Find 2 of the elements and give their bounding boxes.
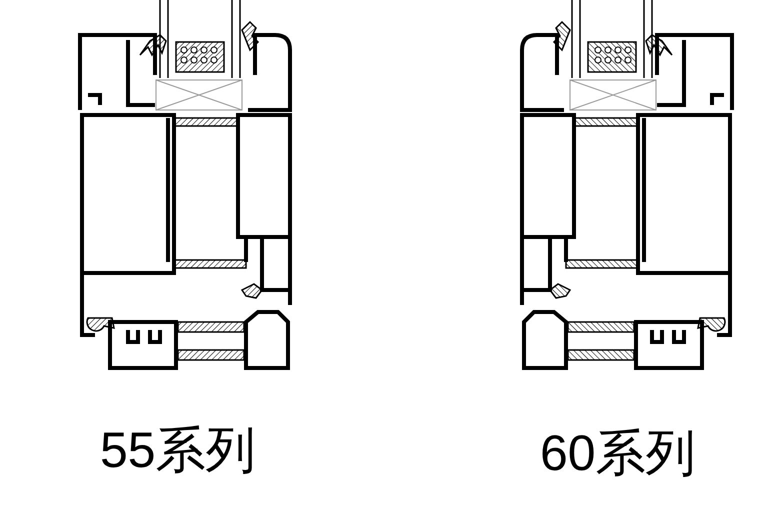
series-label: 55系列 (100, 425, 256, 475)
series-label: 60系列 (540, 428, 696, 478)
